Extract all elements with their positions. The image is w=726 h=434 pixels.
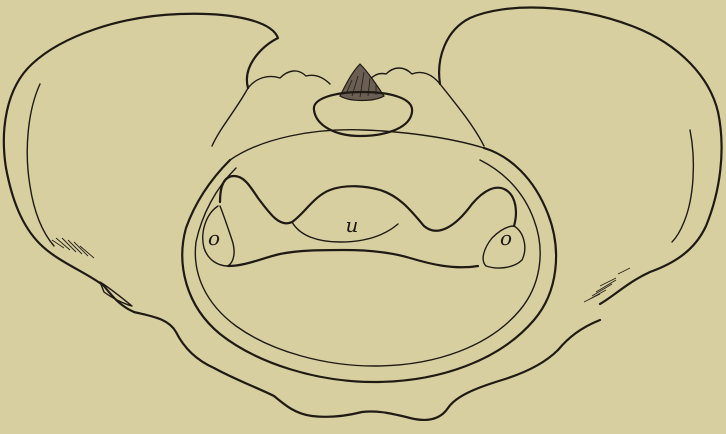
label-u: u <box>346 213 359 237</box>
label-o-left: o <box>208 226 220 250</box>
label-o-right: o <box>500 226 512 250</box>
